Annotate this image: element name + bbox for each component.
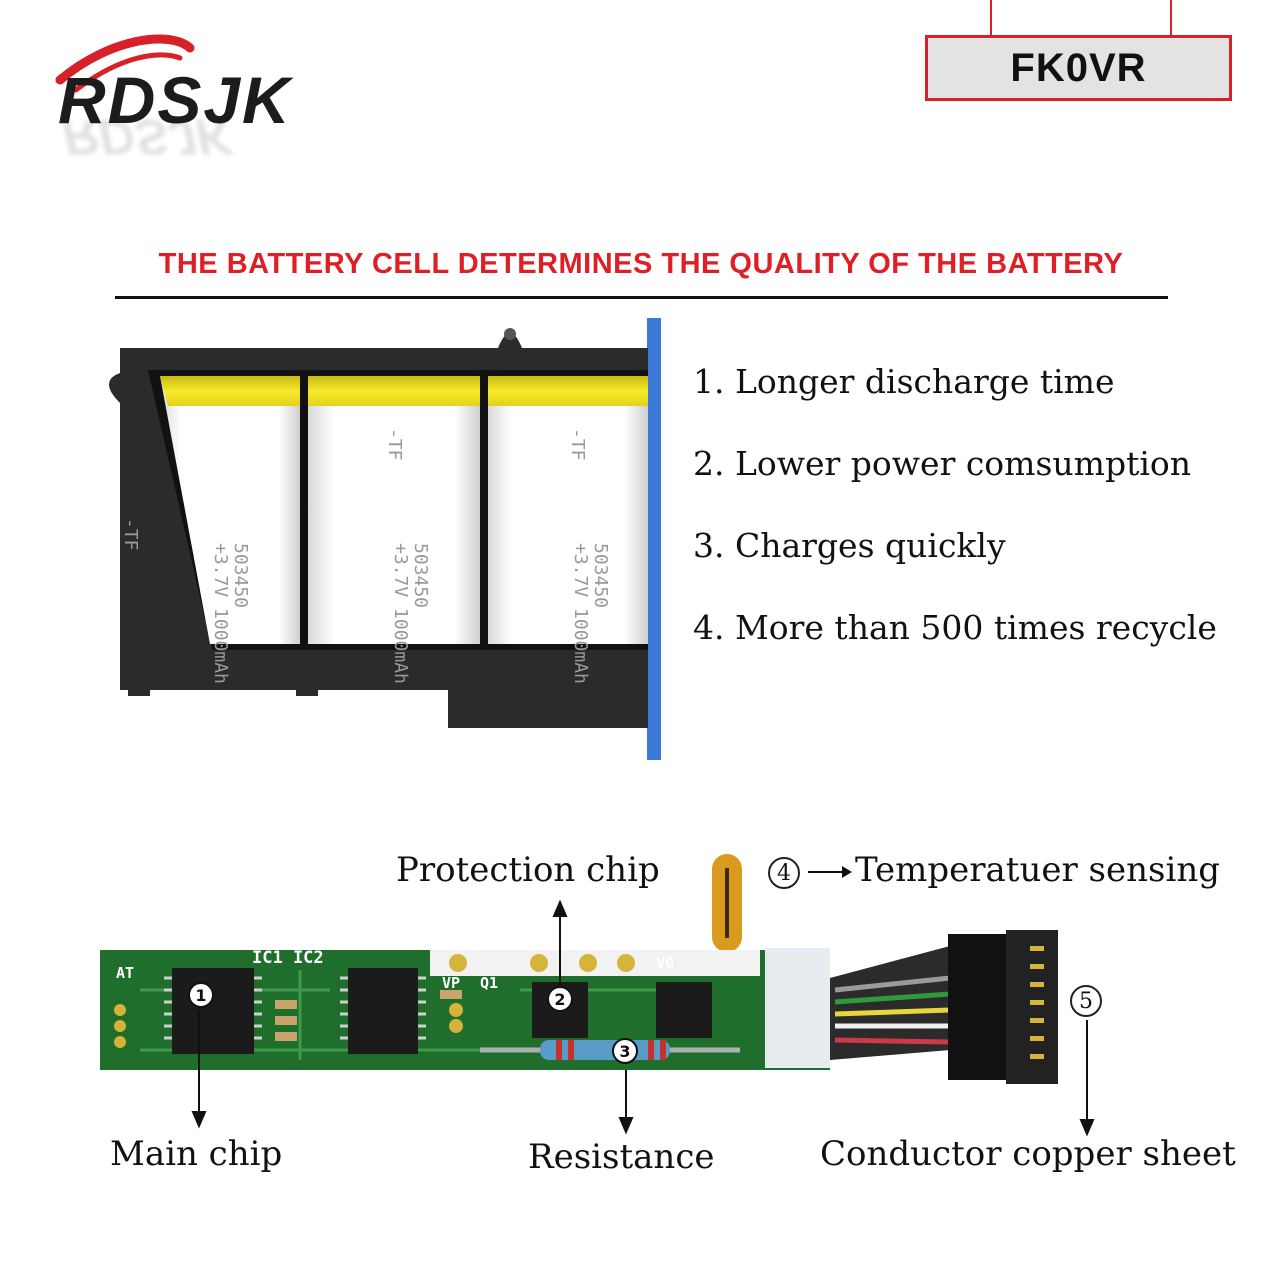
logo-text: RDSJK bbox=[58, 63, 292, 137]
headline: THE BATTERY CELL DETERMINES THE QUALITY … bbox=[158, 248, 1124, 280]
model-connector-left bbox=[990, 0, 992, 36]
feature-item-1: 1. Longer discharge time bbox=[693, 362, 1115, 401]
label-temperature-sensing: Temperatuer sensing bbox=[855, 850, 1221, 890]
model-code: FK0VR bbox=[1010, 45, 1147, 90]
feature-item-2: 2. Lower power comsumption bbox=[693, 444, 1192, 483]
feature-item-3: 3. Charges quickly bbox=[693, 526, 1006, 565]
brand-logo bbox=[50, 30, 380, 170]
label-conductor-copper-sheet: Conductor copper sheet bbox=[820, 1134, 1236, 1174]
board-ic-label: IC1 IC2 bbox=[252, 948, 324, 968]
label-protection-chip: Protection chip bbox=[396, 850, 660, 890]
logo-swoosh-icon bbox=[55, 34, 195, 93]
board-q1-label: Q1 bbox=[480, 974, 499, 992]
headline-divider bbox=[115, 296, 1168, 299]
marker-1: 1 bbox=[188, 982, 214, 1008]
label-main-chip: Main chip bbox=[110, 1134, 283, 1174]
model-connector-right bbox=[1170, 0, 1172, 36]
arrow-down-icon bbox=[618, 1117, 634, 1135]
arrow-down-icon bbox=[191, 1111, 207, 1129]
arrow-up-icon bbox=[552, 899, 568, 917]
marker-4: 4 bbox=[768, 857, 800, 889]
arrow-right-icon bbox=[808, 866, 852, 878]
marker-5: 5 bbox=[1070, 985, 1102, 1017]
model-code-box: FK0VR bbox=[925, 35, 1232, 101]
board-vg-label: VG bbox=[656, 954, 675, 972]
board-at-label: AT bbox=[116, 964, 135, 982]
battery-illustration: -TF 503450 +3.7V 1000mAh 503450 +3.7V 10… bbox=[100, 314, 665, 763]
marker-3: 3 bbox=[612, 1038, 638, 1064]
pcb-board-image bbox=[100, 854, 1058, 1084]
feature-item-4: 4. More than 500 times recycle bbox=[693, 608, 1217, 647]
arrow-down-icon bbox=[1079, 1119, 1095, 1137]
battery-pack-image bbox=[109, 314, 661, 760]
marker-2: 2 bbox=[547, 986, 573, 1012]
pcb-diagram: IC1 IC2 AT VP Q1 VG 1 2 3 bbox=[100, 850, 1100, 1090]
label-resistance: Resistance bbox=[528, 1137, 715, 1177]
board-vp-label: VP bbox=[442, 974, 461, 992]
